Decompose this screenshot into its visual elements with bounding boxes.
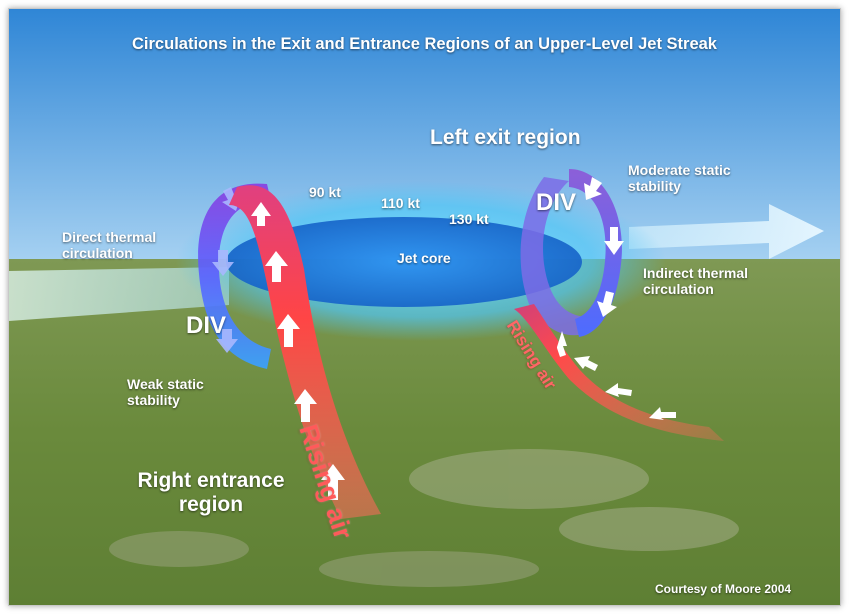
left-exit-region-label: Left exit region — [430, 126, 581, 149]
moderate-line-1: Moderate static — [628, 162, 731, 178]
weak-static-stability-label: Weak static stability — [127, 376, 204, 408]
speed-110-label: 110 kt — [381, 195, 420, 211]
div-right-label: DIV — [536, 189, 577, 216]
diagram-frame: Circulations in the Exit and Entrance Re… — [8, 8, 841, 606]
div-left-label: DIV — [186, 312, 227, 339]
indirect-thermal-circulation-label: Indirect thermal circulation — [643, 265, 748, 297]
left-circulation-loop — [198, 183, 271, 369]
indirect-line-1: Indirect thermal — [643, 265, 749, 281]
moderate-line-2: stability — [628, 178, 681, 195]
direct-thermal-circulation-label: Direct thermal circulation — [62, 229, 156, 261]
speed-130-label: 130 kt — [449, 211, 489, 227]
speed-90-label: 90 kt — [309, 184, 341, 200]
direct-line-1: Direct thermal — [62, 229, 157, 245]
credit-label: Courtesy of Moore 2004 — [655, 582, 792, 596]
diagram-title: Circulations in the Exit and Entrance Re… — [132, 35, 717, 53]
jet-streak-scene — [9, 9, 840, 605]
direct-line-2: circulation — [62, 245, 133, 262]
jet-core-label: Jet core — [397, 250, 451, 266]
jet-core-ellipse — [226, 217, 582, 307]
right-entrance-line-2: region — [178, 493, 244, 517]
left-rising-air-arrows — [251, 202, 345, 500]
left-rising-air-ribbon — [229, 185, 381, 519]
indirect-line-2: circulation — [643, 281, 714, 298]
right-entrance-region-label: Right entrance region — [126, 469, 296, 517]
right-loop-sinking-arrows — [584, 177, 624, 317]
right-rising-air-arrows — [557, 331, 676, 420]
jet-inflow-arrow — [9, 267, 229, 321]
weak-line-1: Weak static — [127, 376, 204, 392]
weak-line-2: stability — [127, 392, 180, 409]
terrain-texture — [109, 449, 739, 587]
right-rising-air-ribbon — [514, 304, 724, 441]
right-circulation-loop-back — [520, 177, 589, 336]
moderate-static-stability-label: Moderate static stability — [628, 162, 731, 194]
jet-outflow-arrow — [629, 204, 824, 259]
right-entrance-line-1: Right entrance — [137, 469, 285, 492]
